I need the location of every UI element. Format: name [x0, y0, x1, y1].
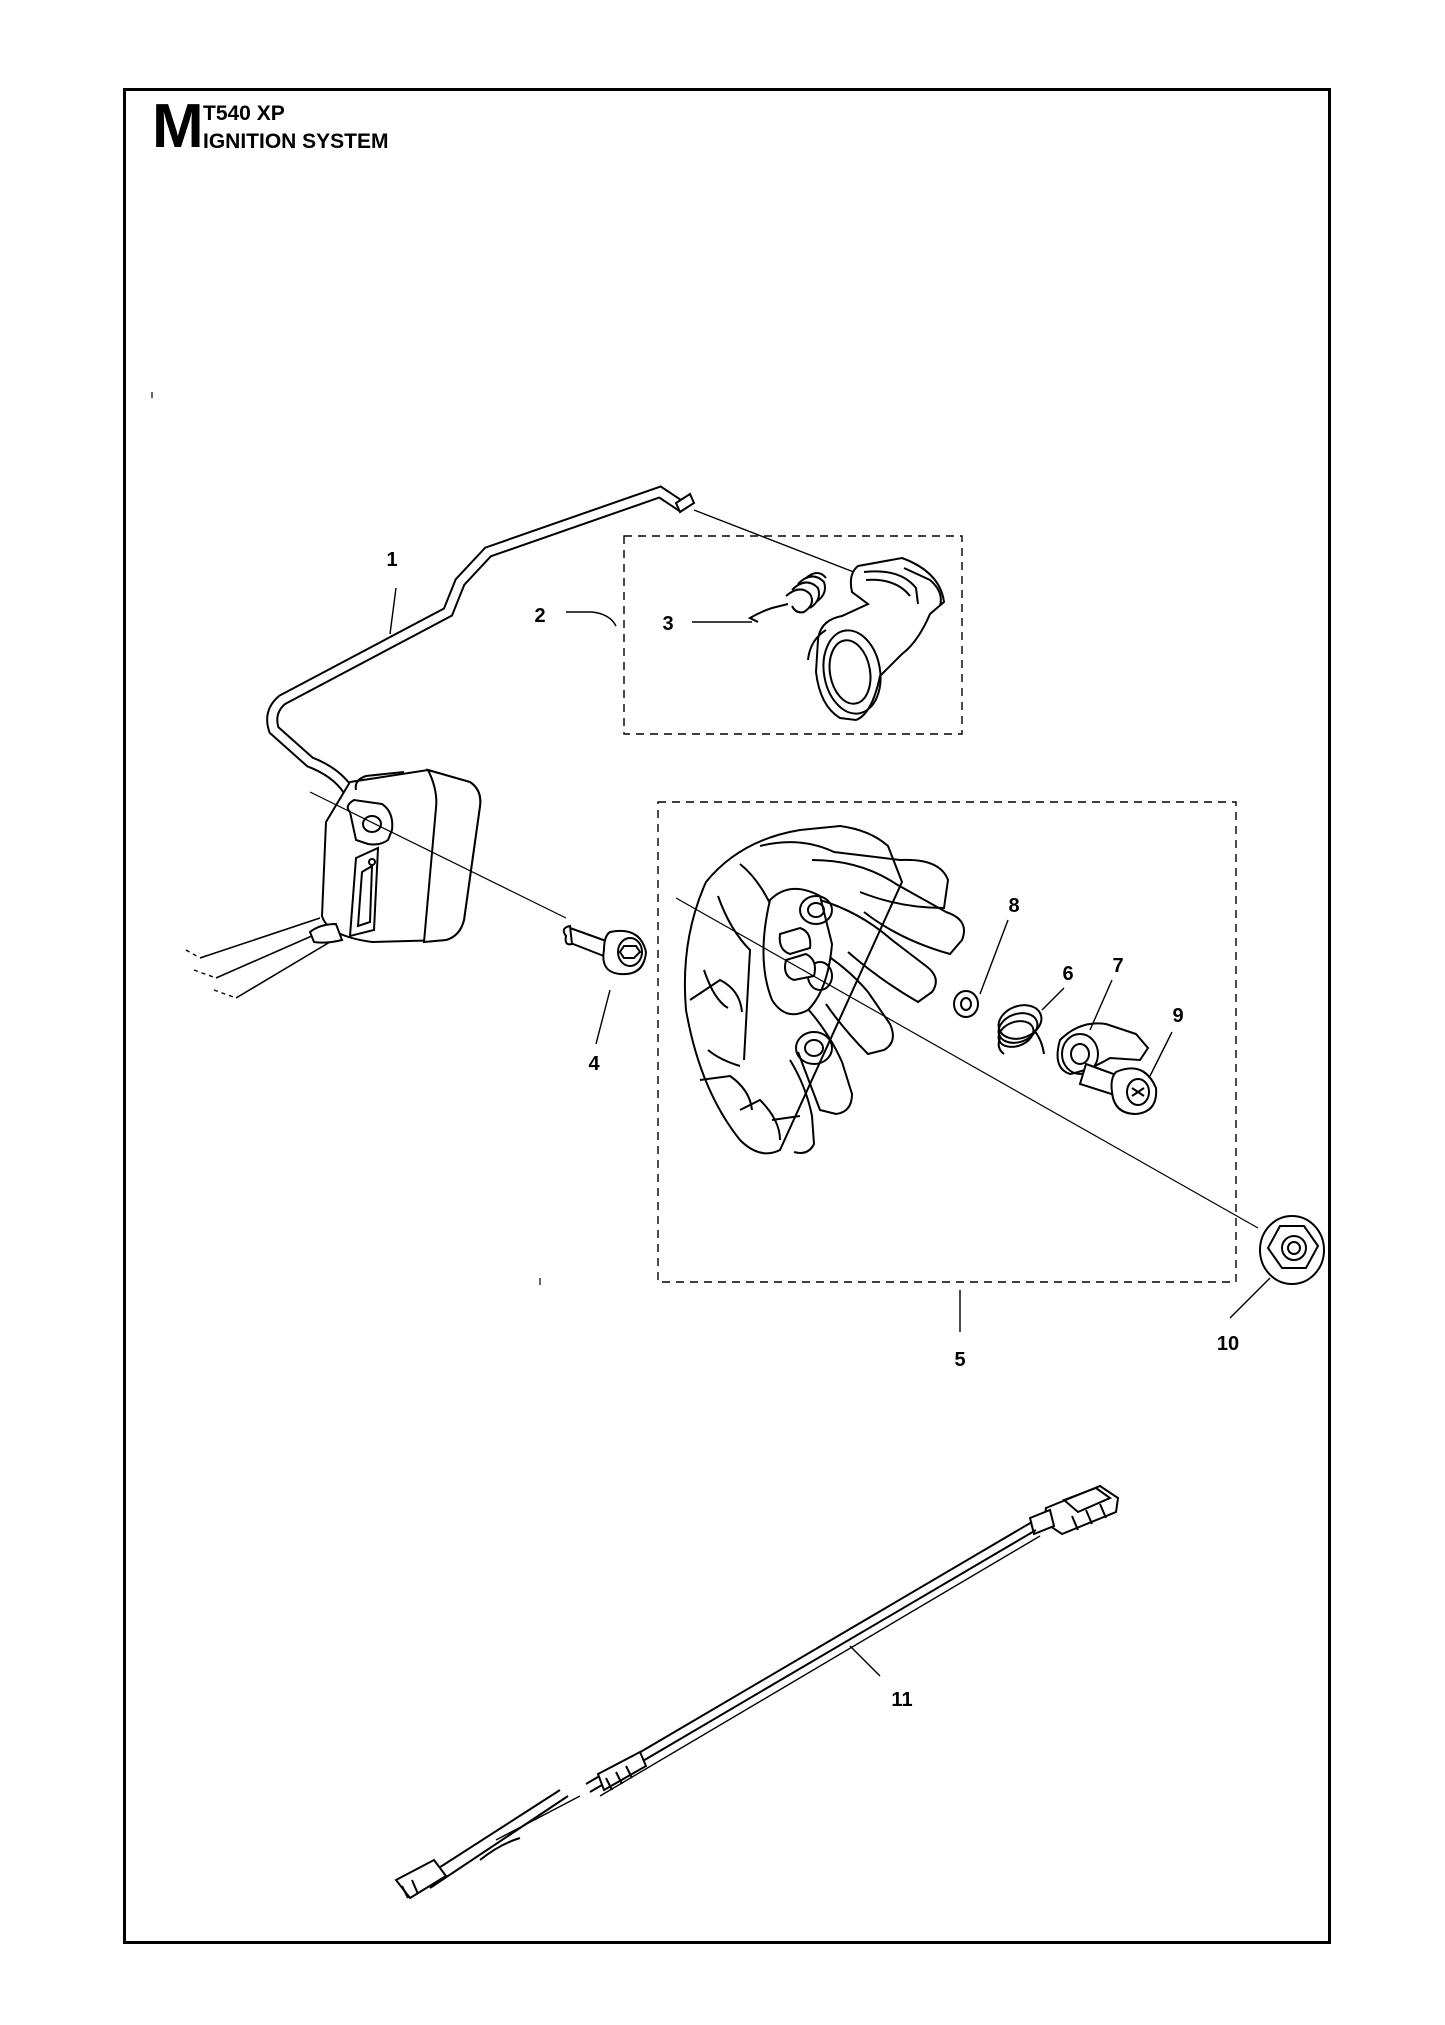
- callout-labels: 1 2 3 4 5 6 7 8 9 10 11: [386, 549, 1239, 1711]
- leader-7: [1089, 979, 1113, 1031]
- model-name: T540 XP: [203, 102, 285, 125]
- callout-2: 2: [534, 605, 545, 627]
- part-6-spring: [994, 999, 1046, 1054]
- part-1-ignition-module: [186, 492, 864, 998]
- leader-10: [1229, 1277, 1271, 1319]
- part-11-wire-harness: [396, 1486, 1118, 1898]
- callout-3: 3: [662, 613, 673, 635]
- part-8-washer: [954, 991, 978, 1017]
- callout-7: 7: [1112, 955, 1123, 977]
- callout-6: 6: [1062, 963, 1073, 985]
- leader-6: [1041, 987, 1065, 1011]
- leader-9: [1149, 1031, 1173, 1077]
- part-4-screw: [310, 792, 646, 974]
- part-10-nut: [1260, 1216, 1324, 1284]
- leader-1: [389, 587, 397, 635]
- callout-4: 4: [588, 1053, 600, 1075]
- callout-8: 8: [1008, 895, 1019, 917]
- callout-11: 11: [891, 1689, 912, 1711]
- part-3-spring: [750, 573, 826, 622]
- leader-4: [595, 989, 611, 1045]
- callout-9: 9: [1172, 1005, 1183, 1027]
- part-5-flywheel: [676, 826, 1258, 1228]
- part-9-screw: [1080, 1064, 1156, 1114]
- section-letter: M: [152, 92, 204, 161]
- leader-lines: [389, 587, 1271, 1677]
- part-2-group-box: [624, 536, 962, 734]
- leader-2: [566, 611, 617, 627]
- part-2-spark-plug-cap: [808, 558, 944, 720]
- callout-10: 10: [1217, 1333, 1239, 1355]
- part-5-group-box: [658, 802, 1236, 1282]
- section-title: IGNITION SYSTEM: [203, 130, 389, 153]
- leader-11: [849, 1645, 881, 1677]
- page-frame: [123, 88, 1331, 1944]
- callout-1: 1: [386, 549, 397, 571]
- callout-5: 5: [954, 1349, 965, 1371]
- leader-8: [979, 919, 1009, 995]
- part-7-pawl: [1058, 1023, 1148, 1074]
